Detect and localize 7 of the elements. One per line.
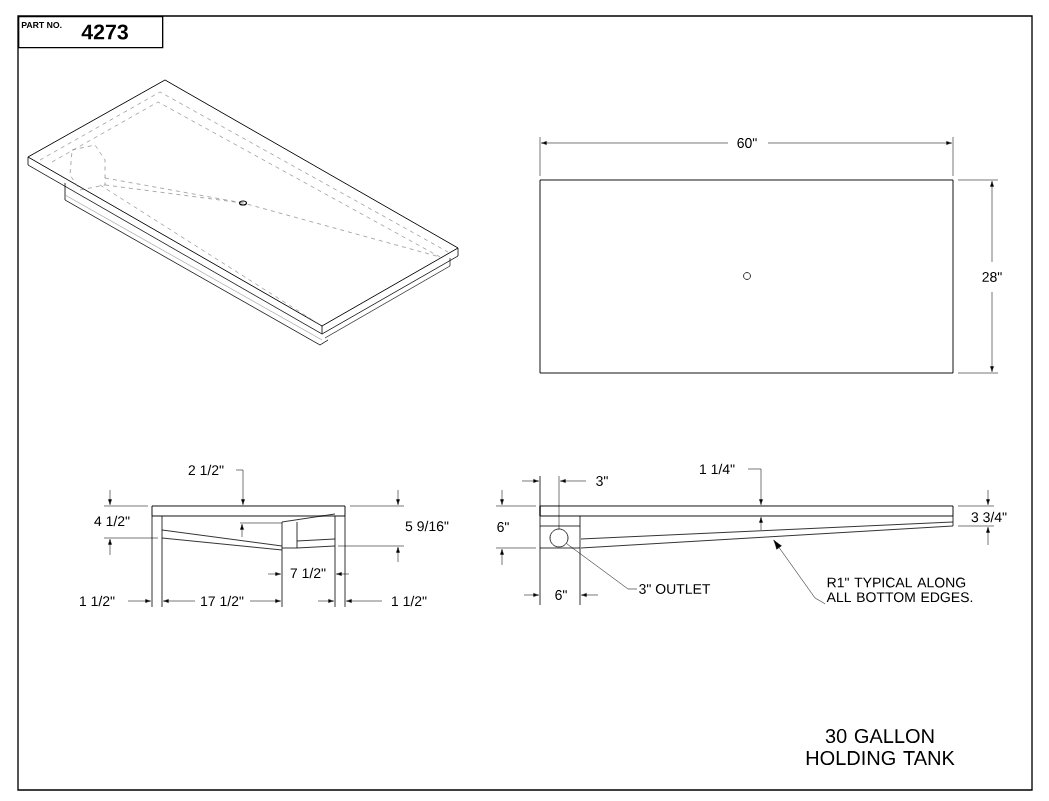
title: 30 GALLON HOLDING TANK	[806, 728, 955, 766]
callout-text: 3" OUTLET	[639, 584, 711, 594]
part-number-box: PART NO. 4273	[18, 16, 164, 49]
leader-line	[566, 543, 638, 590]
leader-line	[773, 539, 826, 605]
outlet-circle	[549, 528, 569, 548]
note-text: R1" TYPICAL ALONG ALL BOTTOM EDGES.	[826, 577, 973, 603]
